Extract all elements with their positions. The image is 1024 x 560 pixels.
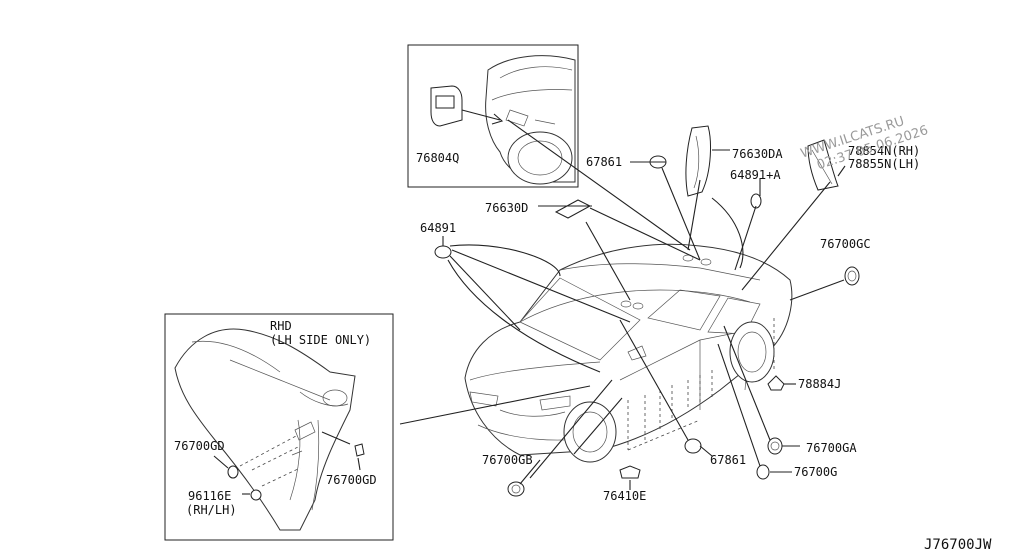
- part-96116E: [250, 489, 262, 501]
- part-76630DA: [685, 125, 711, 197]
- fuel-lid-inset: 76804Q: [407, 44, 579, 188]
- label-76410E: 76410E: [603, 489, 646, 503]
- label-64891A: 64891+A: [730, 168, 781, 182]
- part-76630D: [554, 199, 592, 219]
- label-76630D: 76630D: [485, 201, 528, 215]
- label-64891: 64891: [420, 221, 456, 235]
- label-76700G: 76700G: [794, 465, 837, 479]
- label-76700GC: 76700GC: [820, 237, 871, 251]
- label-96116E: 96116E: [188, 489, 231, 503]
- rhd-inset: RHD (LH SIDE ONLY) 76700GD 76700GD 96116…: [164, 313, 394, 541]
- label-76700GA: 76700GA: [806, 441, 857, 455]
- part-76700GD-left: [227, 465, 239, 479]
- car-illustration: [464, 243, 793, 463]
- part-76700GC: [844, 266, 860, 286]
- label-67861-bottom: 67861: [710, 453, 746, 467]
- label-76630DA: 76630DA: [732, 147, 783, 161]
- rhd-title: RHD: [270, 319, 292, 333]
- part-76700GA: [767, 437, 783, 455]
- part-76700GB: [507, 481, 525, 497]
- label-78854N: 78854N(RH): [848, 144, 920, 158]
- part-64891A: [750, 193, 762, 209]
- label-76700GD-left: 76700GD: [174, 439, 225, 453]
- label-76700GD-right: 76700GD: [326, 473, 377, 487]
- rhd-subtitle: (LH SIDE ONLY): [270, 333, 371, 347]
- label-67861-top: 67861: [586, 155, 622, 169]
- part-76700G: [756, 464, 770, 480]
- part-76700GD-right: [354, 443, 365, 457]
- part-64891: [434, 245, 452, 259]
- label-76700GB: 76700GB: [482, 453, 533, 467]
- label-76804Q: 76804Q: [416, 151, 459, 165]
- label-78884J: 78884J: [798, 377, 841, 391]
- part-76410E: [619, 465, 641, 479]
- part-67861-bottom: [684, 438, 702, 454]
- part-78884J: [767, 375, 785, 391]
- part-78854N: [807, 139, 839, 191]
- label-78855N: 78855N(LH): [848, 157, 920, 171]
- diagram-code: J76700JW: [924, 537, 992, 553]
- label-96116E-sub: (RH/LH): [186, 503, 237, 517]
- leader-lines: [399, 119, 846, 490]
